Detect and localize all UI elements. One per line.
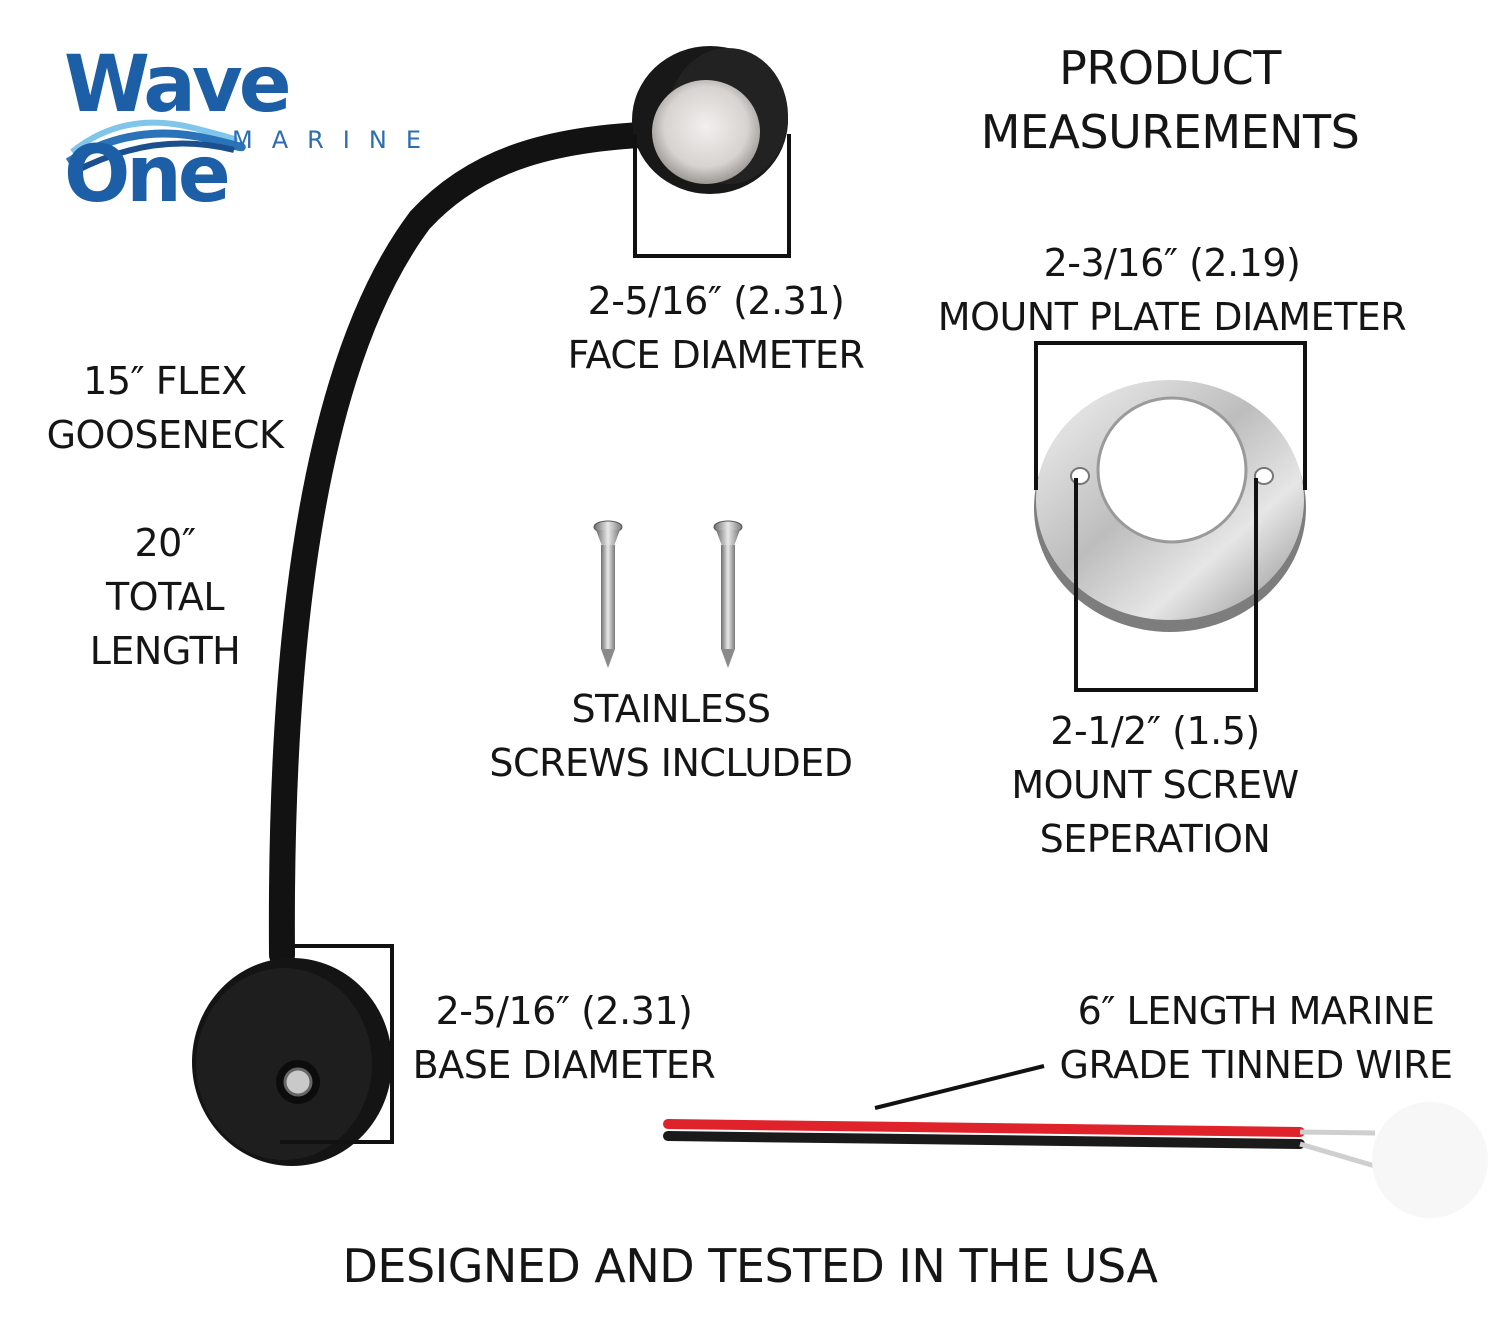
screw-separation-dimension: 2-1/2″ (1.5): [1050, 709, 1260, 753]
screws-label: STAINLESS SCREWS INCLUDED: [476, 682, 866, 790]
mount-plate-dimension: 2-3/16″ (2.19): [1043, 241, 1301, 285]
base-puck: [192, 958, 392, 1166]
dimension-brackets: [280, 134, 1307, 1144]
screw-sep-bracket: [1074, 478, 1258, 692]
screws-line-2: SCREWS INCLUDED: [489, 741, 853, 785]
wire-line-2: GRADE TINNED WIRE: [1059, 1043, 1453, 1087]
face-dimension: 2-5/16″ (2.31): [587, 279, 845, 323]
wire-leader: [874, 1064, 1045, 1110]
wire-line-1: 6″ LENGTH MARINE: [1077, 989, 1435, 1033]
gooseneck-line-2: GOOSENECK: [46, 413, 284, 457]
lamp-head: [632, 46, 788, 194]
plate-bracket: [1034, 341, 1307, 490]
total-length-line-1: 20″: [134, 521, 196, 565]
screw-left: [593, 520, 623, 668]
total-length-label: 20″ TOTAL LENGTH: [60, 516, 270, 678]
screws-line-1: STAINLESS: [571, 687, 771, 731]
title-line-2: MEASUREMENTS: [980, 105, 1360, 159]
gooseneck-label: 15″ FLEX GOOSENECK: [30, 354, 300, 462]
screw-right: [713, 520, 743, 668]
face-bracket: [633, 134, 791, 258]
base-label: 2-5/16″ (2.31) BASE DIAMETER: [404, 984, 724, 1092]
gooseneck-arm: [268, 121, 673, 968]
base-bracket: [280, 944, 394, 1144]
screw-separation-line-2: SEPERATION: [1039, 817, 1271, 861]
face-name: FACE DIAMETER: [567, 333, 865, 377]
base-name: BASE DIAMETER: [412, 1043, 716, 1087]
mount-plate: [1034, 380, 1306, 632]
face-label: 2-5/16″ (2.31) FACE DIAMETER: [556, 274, 876, 382]
title-line-1: PRODUCT: [1059, 41, 1281, 95]
base-dimension: 2-5/16″ (2.31): [435, 989, 693, 1033]
screw-separation-label: 2-1/2″ (1.5) MOUNT SCREW SEPERATION: [990, 704, 1320, 866]
logo-wave-graphic: [65, 119, 246, 175]
wire-label: 6″ LENGTH MARINE GRADE TINNED WIRE: [1046, 984, 1466, 1092]
logo-wordmark: Wave One: [64, 40, 292, 220]
brand-logo: Wave One MARINE: [64, 40, 464, 220]
title: PRODUCT MEASUREMENTS: [960, 36, 1380, 164]
gooseneck-line-1: 15″ FLEX: [83, 359, 247, 403]
total-length-line-3: LENGTH: [89, 629, 241, 673]
screw-separation-line-1: MOUNT SCREW: [1011, 763, 1299, 807]
total-length-line-2: TOTAL: [105, 575, 225, 619]
mount-plate-label: 2-3/16″ (2.19) MOUNT PLATE DIAMETER: [912, 236, 1432, 344]
mount-plate-name: MOUNT PLATE DIAMETER: [937, 295, 1407, 339]
tinned-wire: [663, 1102, 1488, 1218]
footer-tagline: DESIGNED AND TESTED IN THE USA: [342, 1239, 1158, 1293]
logo-subtitle: MARINE: [232, 126, 440, 154]
